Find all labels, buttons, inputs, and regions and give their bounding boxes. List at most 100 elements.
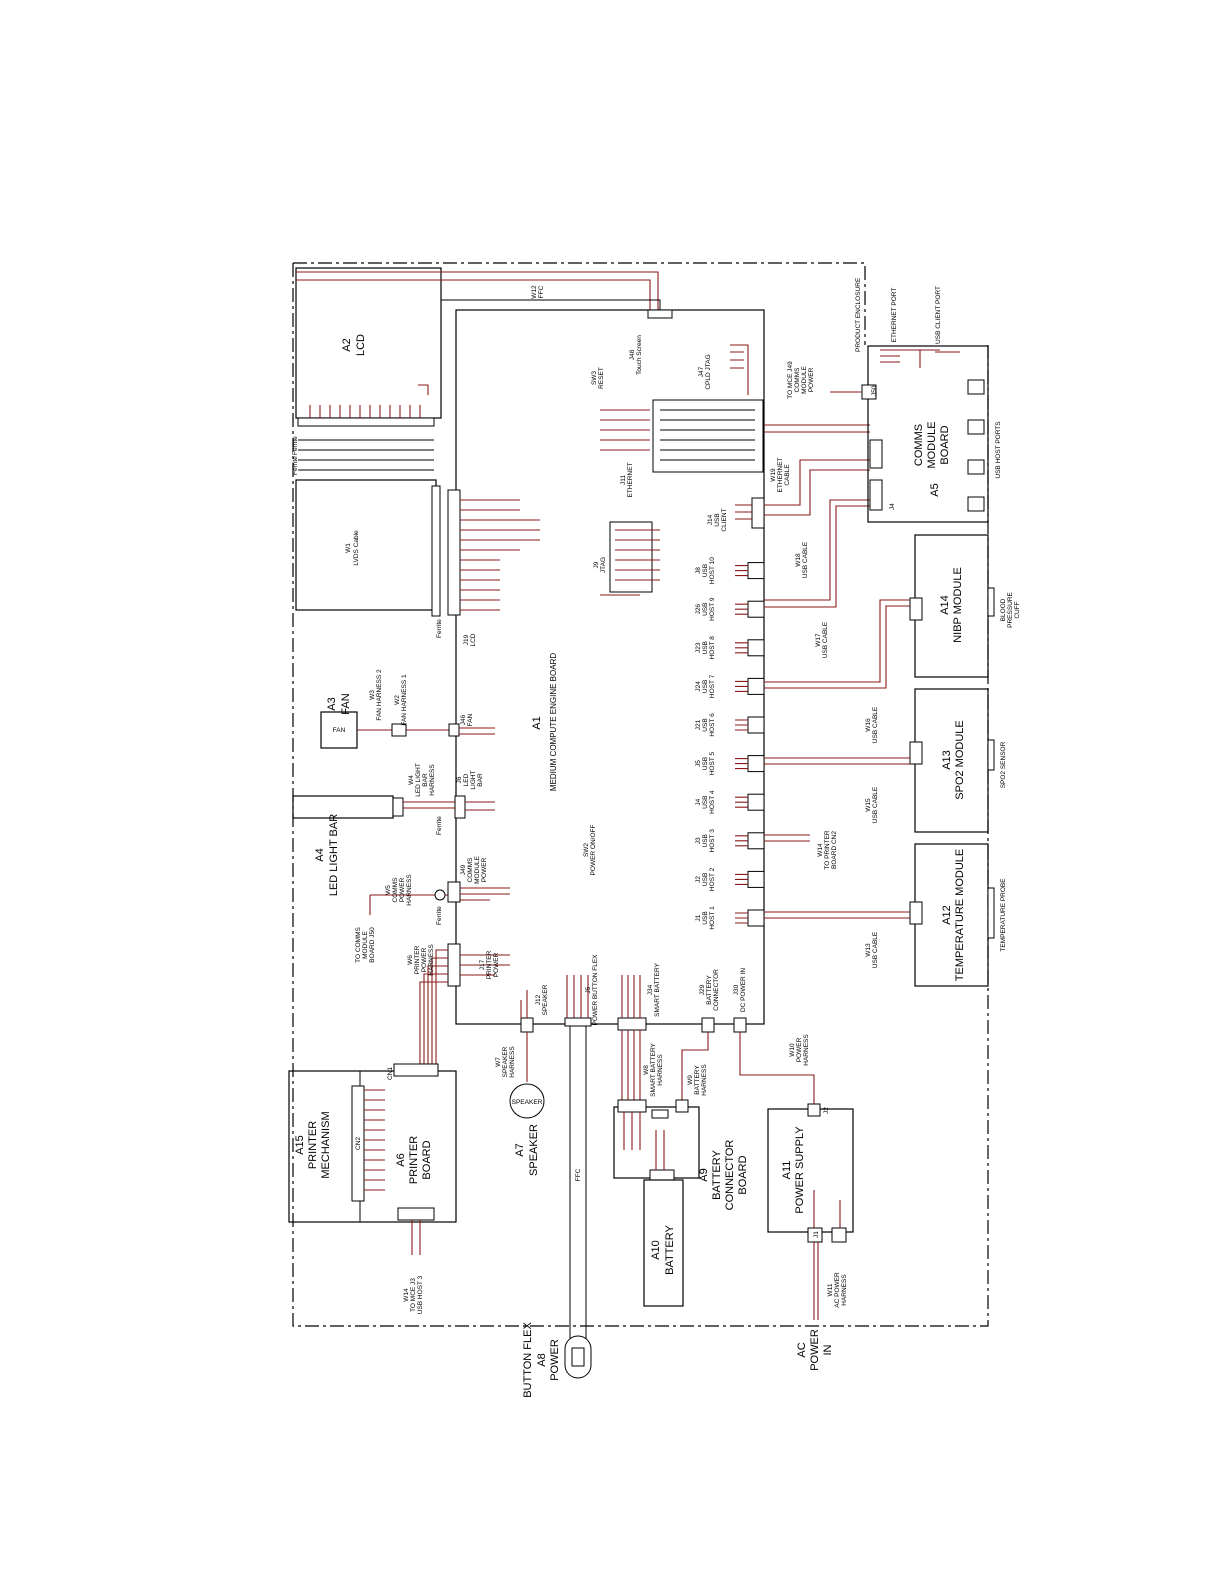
- svg-text:USB CABLE: USB CABLE: [802, 541, 809, 578]
- svg-text:HARNESS: HARNESS: [509, 1046, 516, 1078]
- svg-text:W17: W17: [815, 633, 822, 647]
- a15-a6-printer: CN1 CN2 A15 PRINTER MECHANISM A6 PRINTER…: [288, 1063, 457, 1314]
- svg-text:POWER: POWER: [809, 1329, 821, 1371]
- svg-text:COMMS: COMMS: [913, 424, 925, 466]
- svg-text:W11: W11: [827, 1283, 834, 1296]
- usb-host-wires: [735, 603, 748, 615]
- svg-text:ETHERNET: ETHERNET: [627, 462, 634, 497]
- usb-host-label: J5: [695, 760, 702, 767]
- svg-text:MECHANISM: MECHANISM: [320, 1111, 332, 1178]
- svg-text:W6: W6: [407, 955, 414, 965]
- svg-text:J4: J4: [889, 503, 896, 510]
- svg-text:BOARD: BOARD: [421, 1140, 433, 1179]
- svg-text:BATTERY: BATTERY: [706, 975, 713, 1005]
- svg-text:Ferrite: Ferrite: [436, 619, 443, 638]
- svg-text:LCD: LCD: [470, 633, 477, 646]
- svg-text:A4: A4: [314, 848, 326, 861]
- a10-battery: A10 BATTERY: [643, 1179, 684, 1307]
- usb-host-connector: [747, 755, 765, 773]
- usb-host-label: HOST 8: [709, 636, 716, 660]
- svg-text:FAN HARNESS 1: FAN HARNESS 1: [401, 674, 408, 726]
- usb-host-label: USB: [702, 718, 709, 731]
- usb-host-connector: [747, 562, 765, 580]
- a2-lcd: A2 LCD: [295, 267, 442, 427]
- svg-text:J29: J29: [699, 984, 706, 995]
- svg-text:FFC: FFC: [575, 1168, 582, 1181]
- svg-text:HARNESS: HARNESS: [701, 1064, 708, 1096]
- svg-text:LIGHT: LIGHT: [470, 770, 477, 789]
- usb-host-label: USB: [702, 680, 709, 693]
- svg-text:W12: W12: [531, 285, 538, 299]
- usb-host-label: HOST 3: [709, 829, 716, 853]
- svg-text:COMMS: COMMS: [467, 857, 474, 883]
- svg-text:W7: W7: [495, 1057, 502, 1067]
- svg-text:CONNECTOR: CONNECTOR: [713, 969, 720, 1011]
- j14-usb-client: J14 USB CLIENT: [707, 497, 765, 532]
- svg-text:SPO2 MODULE: SPO2 MODULE: [954, 720, 966, 799]
- svg-text:Ferrite: Ferrite: [292, 456, 299, 475]
- svg-text:ETHERNET PORT: ETHERNET PORT: [891, 288, 898, 343]
- svg-text:CN2: CN2: [355, 1137, 362, 1150]
- svg-text:J11: J11: [620, 475, 627, 485]
- svg-text:A3: A3: [326, 697, 338, 710]
- svg-text:LED LIGHT: LED LIGHT: [415, 763, 422, 797]
- svg-text:W15: W15: [865, 798, 872, 812]
- svg-text:W3: W3: [369, 690, 376, 700]
- svg-text:SPEAKER: SPEAKER: [528, 1124, 540, 1176]
- svg-text:POWER: POWER: [421, 947, 428, 972]
- usb-host-label: J3: [695, 837, 702, 844]
- svg-text:CLIENT: CLIENT: [721, 508, 728, 531]
- a12-temperature-module: A12 TEMPERATURE MODULE TEMPERATURE PROBE…: [764, 830, 1007, 987]
- w12-ffc: W12 FFC: [296, 271, 673, 319]
- svg-text:PRESSURE: PRESSURE: [1007, 591, 1014, 627]
- usb-host-connector: [747, 870, 765, 888]
- svg-text:J49: J49: [460, 864, 467, 875]
- svg-text:A10: A10: [650, 1240, 662, 1260]
- svg-text:SMART BATTERY: SMART BATTERY: [650, 1042, 657, 1096]
- svg-text:J5: J5: [585, 986, 592, 993]
- usb-host-wires: [735, 873, 748, 885]
- svg-text:MODULE: MODULE: [801, 365, 808, 393]
- svg-text:SW3: SW3: [591, 371, 598, 385]
- svg-text:TO COMMS: TO COMMS: [355, 927, 362, 963]
- svg-text:BOARD J50: BOARD J50: [369, 927, 376, 963]
- svg-text:AC POWER: AC POWER: [834, 1272, 841, 1308]
- svg-text:FAN: FAN: [467, 713, 474, 726]
- usb-host-label: J23: [695, 642, 702, 653]
- svg-text:USB CABLE: USB CABLE: [872, 706, 879, 743]
- svg-text:J47: J47: [698, 366, 705, 377]
- svg-text:COMMS: COMMS: [392, 877, 399, 903]
- svg-text:J17: J17: [479, 959, 486, 970]
- usb-host-label: J2: [695, 876, 702, 883]
- svg-text:TO MCE J3: TO MCE J3: [410, 1278, 417, 1312]
- svg-text:MODULE: MODULE: [362, 930, 369, 958]
- svg-text:POWER: POWER: [808, 367, 815, 392]
- a8-power-button-flex: J5 POWER BUTTON FLEX FFC A8 POWER BUTTON…: [522, 954, 599, 1398]
- svg-text:A14: A14: [939, 595, 951, 615]
- a1-internal-parts: SW2 POWER ON/OFF SW3 RESET J48 Touch Scr…: [583, 335, 764, 876]
- svg-text:POWER: POWER: [399, 877, 406, 902]
- usb-host-label: J26: [695, 604, 702, 615]
- svg-text:HARNESS: HARNESS: [657, 1054, 664, 1086]
- svg-text:FAN: FAN: [333, 727, 346, 734]
- usb-host-connector: [747, 716, 765, 734]
- svg-text:BATTERY: BATTERY: [694, 1065, 701, 1095]
- svg-text:W9: W9: [687, 1075, 694, 1085]
- svg-text:TO MCE J49: TO MCE J49: [787, 361, 794, 399]
- svg-text:USB CABLE: USB CABLE: [872, 931, 879, 968]
- svg-text:A11: A11: [781, 1161, 793, 1180]
- usb-host-label: USB: [702, 603, 709, 616]
- svg-text:HARNESS: HARNESS: [429, 764, 436, 796]
- svg-text:W13: W13: [865, 943, 872, 957]
- svg-text:NIBP MODULE: NIBP MODULE: [952, 567, 964, 643]
- usb-host-wires: [735, 680, 748, 692]
- svg-text:Touch Screen: Touch Screen: [636, 335, 643, 375]
- svg-text:TEMPERATURE PROBE: TEMPERATURE PROBE: [1000, 878, 1007, 952]
- svg-text:CUFF: CUFF: [1014, 601, 1021, 618]
- j19-lcd-connector: J19 LCD: [447, 489, 540, 647]
- svg-text:HARNESS: HARNESS: [803, 1034, 810, 1066]
- svg-text:POWER ON/OFF: POWER ON/OFF: [590, 825, 597, 876]
